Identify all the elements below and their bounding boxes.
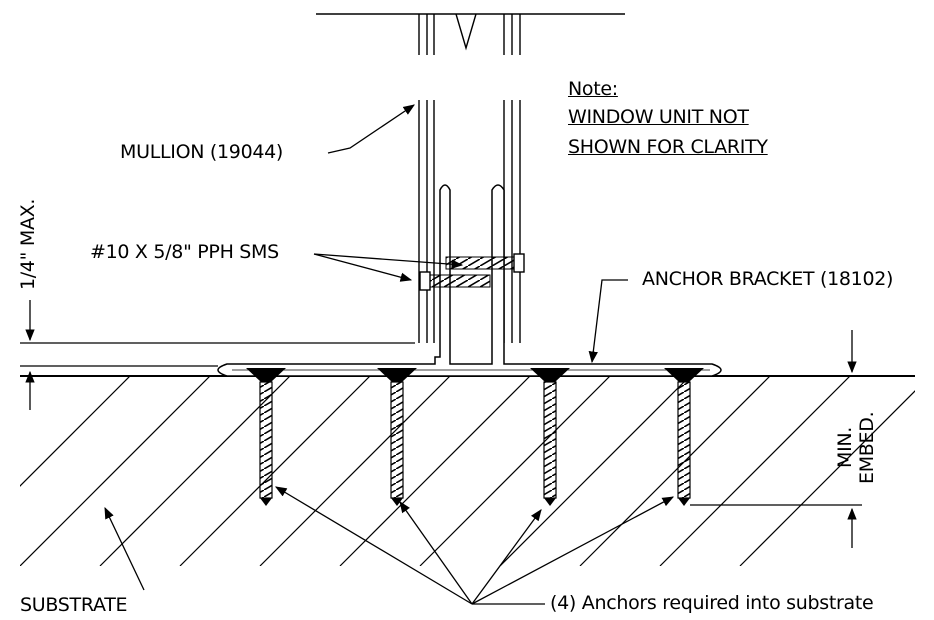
leader-lines bbox=[104, 104, 675, 605]
min-embed-label-2: EMBED. bbox=[856, 411, 878, 484]
substrate-anchor bbox=[530, 368, 570, 506]
min-embed-dimension bbox=[690, 330, 862, 548]
anchors-required-label: (4) Anchors required into substrate bbox=[550, 592, 874, 614]
substrate-anchor bbox=[246, 368, 286, 506]
max-gap-label: 1/4" MAX. bbox=[17, 198, 39, 290]
sms-screw-upper bbox=[445, 253, 525, 273]
substrate-label: SUBSTRATE bbox=[20, 594, 128, 616]
anchor-bracket bbox=[217, 184, 722, 377]
anchor-bracket-label: ANCHOR BRACKET (18102) bbox=[642, 268, 894, 290]
mullion-label: MULLION (19044) bbox=[120, 141, 284, 163]
sms-screw-lower bbox=[419, 271, 491, 291]
min-embed-label-1: MIN. bbox=[834, 426, 856, 468]
note-line-1: WINDOW UNIT NOT bbox=[568, 106, 749, 128]
substrate-anchor bbox=[664, 368, 704, 506]
mullion bbox=[316, 13, 625, 343]
note-line-2: SHOWN FOR CLARITY bbox=[568, 136, 768, 158]
note-title: Note: bbox=[568, 78, 618, 100]
substrate-hatch bbox=[20, 376, 915, 566]
screw-label: #10 X 5/8" PPH SMS bbox=[90, 241, 279, 263]
substrate-anchor bbox=[377, 368, 417, 506]
